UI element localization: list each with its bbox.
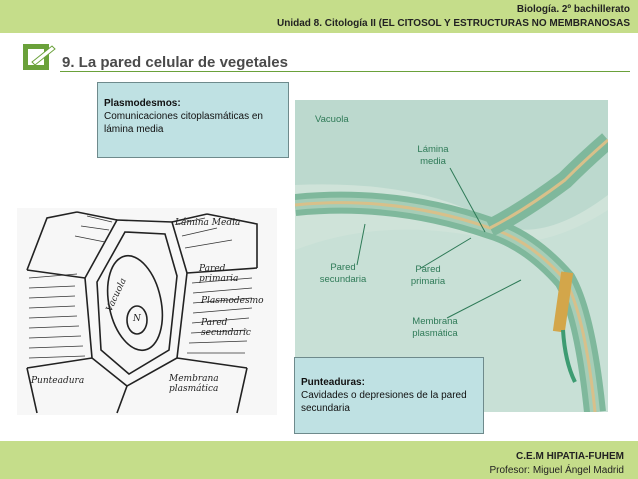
illus-label-pared-primaria-2: primaria (403, 276, 453, 288)
sketch-label-pared-secundaria-2: secundaric (201, 328, 251, 338)
illus-label-lamina-media-1: Lámina (413, 144, 453, 156)
sketch-label-pared-primaria-1: Pared (199, 264, 225, 274)
footer-professor: Profesor: Miguel Ángel Madrid (489, 465, 624, 476)
slide-title: 9. La pared celular de vegetales (62, 54, 288, 71)
punteaduras-heading: Punteaduras: (301, 376, 477, 389)
header-subject: Biología. 2º bachillerato (517, 4, 630, 15)
sketch-label-pared-secundaria-1: Pared (201, 318, 227, 328)
sketch-label-pared-primaria-2: primaria (199, 274, 238, 284)
illus-label-pared-secundaria-1: Pared (313, 262, 373, 274)
footer-bar: C.E.M HIPATIA-FUHEM Profesor: Miguel Áng… (0, 441, 638, 479)
punteaduras-definition-box: Punteaduras: Cavidades o depresiones de … (294, 357, 484, 434)
sketch-label-lamina-media: Lámina Media (175, 218, 240, 228)
illus-label-pared-primaria-1: Pared (403, 264, 453, 276)
plasmodesmos-body: Comunicaciones citoplasmáticas en lámina… (104, 111, 263, 135)
cell-wall-sketch: Lámina Media Pared primaria Plasmodesmo … (17, 208, 277, 415)
title-underline (60, 71, 630, 72)
header-bar: Biología. 2º bachillerato Unidad 8. Cito… (0, 0, 638, 33)
illus-label-lamina-media-2: media (413, 156, 453, 168)
sketch-label-membrana-2: plasmática (169, 384, 218, 394)
footer-school: C.E.M HIPATIA-FUHEM (516, 451, 624, 462)
sketch-label-plasmodesmo: Plasmodesmo (201, 296, 264, 306)
illus-label-membrana-2: plasmática (403, 328, 467, 340)
plasmodesmos-definition-box: Plasmodesmos: Comunicaciones citoplasmát… (97, 82, 289, 158)
sketch-label-nucleo: N (133, 314, 141, 324)
illus-label-membrana-1: Membrana (403, 316, 467, 328)
illus-label-pared-secundaria-2: secundaria (313, 274, 373, 286)
slide-logo-icon (22, 40, 56, 74)
header-unit: Unidad 8. Citología II (EL CITOSOL Y EST… (277, 18, 630, 29)
sketch-label-membrana-1: Membrana (169, 374, 219, 384)
punteaduras-body: Cavidades o depresiones de la pared secu… (301, 390, 467, 414)
plasmodesmos-heading: Plasmodesmos: (104, 97, 282, 110)
illus-label-vacuola: Vacuola (315, 114, 349, 126)
sketch-label-punteadura: Punteadura (31, 376, 84, 386)
